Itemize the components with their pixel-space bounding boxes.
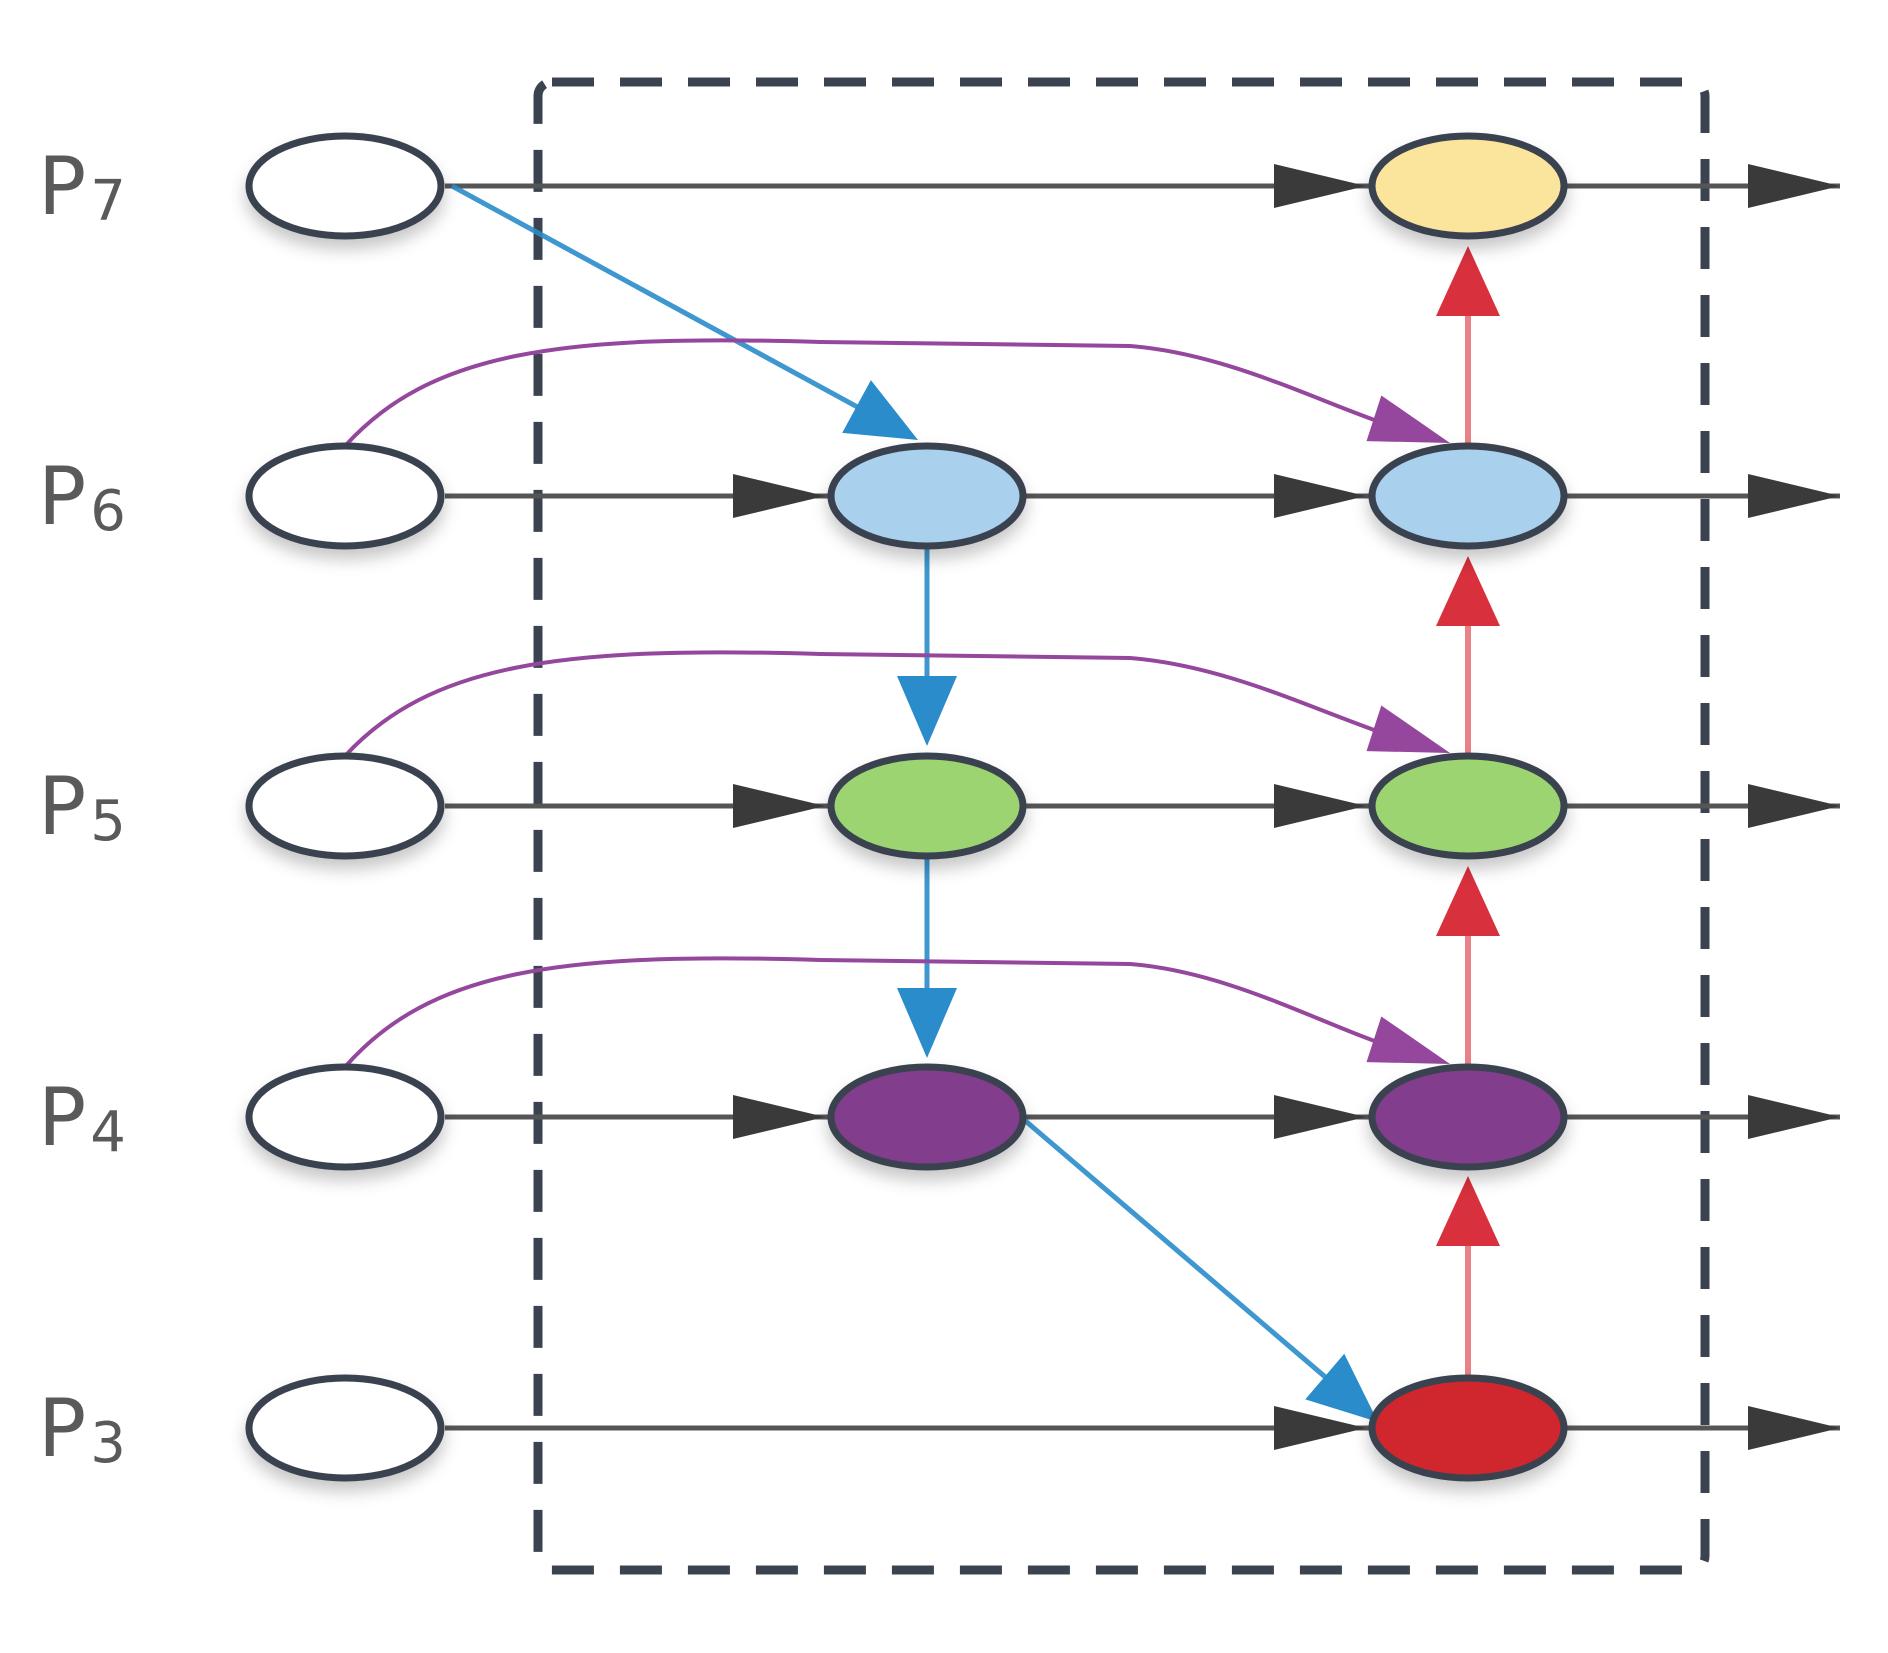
node-p3-final bbox=[1368, 1374, 1568, 1482]
timeline-end-arrowhead bbox=[1748, 1095, 1840, 1139]
node-p6-middle bbox=[827, 442, 1027, 550]
edge-p4-initial-to-p4-final bbox=[343, 956, 1401, 1069]
edge-p4-initial-to-p4-final-head bbox=[1366, 1016, 1450, 1064]
node-p5-initial bbox=[245, 752, 445, 860]
edge-p7-to-p6-middle-head bbox=[842, 380, 918, 440]
node-p4-initial bbox=[245, 1063, 445, 1171]
edge-p6-initial-to-p6-final-head bbox=[1366, 395, 1450, 443]
edge-p6-initial-to-p6-final bbox=[343, 338, 1401, 448]
timeline-end-arrowhead bbox=[1748, 164, 1840, 208]
node-p6-final bbox=[1368, 442, 1568, 550]
row-label-p4: P4 bbox=[38, 1071, 126, 1165]
edge-p5-to-p6-final-head bbox=[1436, 556, 1500, 626]
node-p3-initial bbox=[245, 1374, 445, 1482]
node-p4-final bbox=[1368, 1063, 1568, 1171]
timeline-arrowhead bbox=[1274, 1406, 1366, 1450]
node-p7-final bbox=[1368, 132, 1568, 240]
timeline-arrowhead bbox=[1274, 1095, 1366, 1139]
edge-p5-initial-to-p5-final bbox=[343, 650, 1401, 758]
edge-p5-to-p4-middle-head bbox=[897, 988, 957, 1058]
node-p4-middle bbox=[827, 1063, 1027, 1171]
edge-p6-to-p7-final-head bbox=[1436, 246, 1500, 316]
edge-p6-to-p5-middle-head bbox=[897, 676, 957, 746]
row-label-p7: P7 bbox=[38, 140, 126, 234]
dashed-group-box bbox=[533, 77, 1710, 1575]
row-label-p3: P3 bbox=[38, 1382, 126, 1476]
edge-p4-to-p3-final-head bbox=[1305, 1353, 1378, 1422]
edge-p5-initial-to-p5-final-head bbox=[1366, 705, 1450, 753]
timeline-arrowhead bbox=[733, 784, 825, 828]
node-p5-final bbox=[1368, 752, 1568, 860]
timeline-arrowhead bbox=[733, 1095, 825, 1139]
edge-p4-to-p3-final bbox=[1020, 1116, 1334, 1385]
timeline-arrowhead bbox=[733, 474, 825, 518]
timeline-end-arrowhead bbox=[1748, 784, 1840, 828]
node-p6-initial bbox=[245, 442, 445, 550]
node-p5-middle bbox=[827, 752, 1027, 860]
timeline-arrowhead bbox=[1274, 784, 1366, 828]
node-p7-initial bbox=[245, 132, 445, 240]
row-label-p5: P5 bbox=[38, 760, 126, 854]
edge-p7-to-p6-middle bbox=[450, 183, 867, 414]
edge-p4-to-p5-final-head bbox=[1436, 866, 1500, 936]
timeline-arrowhead bbox=[1274, 474, 1366, 518]
timeline-arrowhead bbox=[1274, 164, 1366, 208]
timeline-end-arrowhead bbox=[1748, 1406, 1840, 1450]
timeline-end-arrowhead bbox=[1748, 474, 1840, 518]
edge-p3-to-p4-final-head bbox=[1436, 1176, 1500, 1246]
row-label-p6: P6 bbox=[38, 450, 126, 544]
